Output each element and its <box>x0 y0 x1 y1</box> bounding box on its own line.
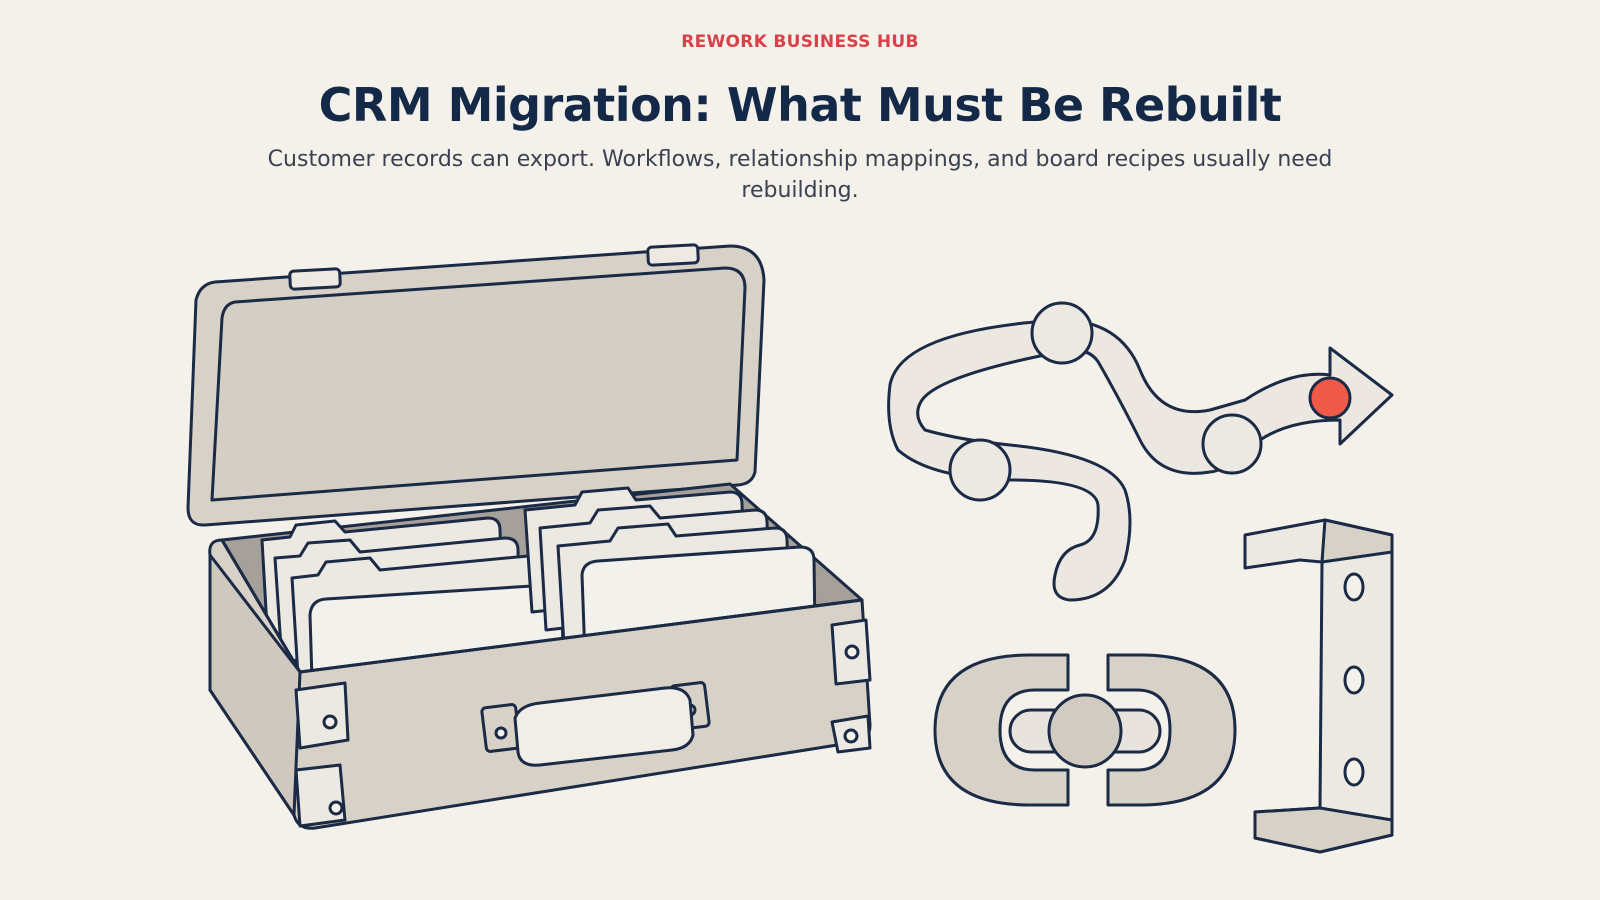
interlocking-link-icon <box>933 653 1237 807</box>
file-folders-left <box>260 516 565 682</box>
brand-eyebrow: REWORK BUSINESS HUB <box>681 32 919 52</box>
open-briefcase-with-file-folders-icon <box>186 243 872 830</box>
illustration <box>186 243 1394 854</box>
page-title: CRM Migration: What Must Be Rebuilt <box>318 78 1282 132</box>
page-subtitle: Customer records can export. Workflows, … <box>267 147 1333 203</box>
mounting-bracket-icon <box>1243 518 1394 854</box>
workflow-arrow-path-icon <box>887 301 1394 602</box>
